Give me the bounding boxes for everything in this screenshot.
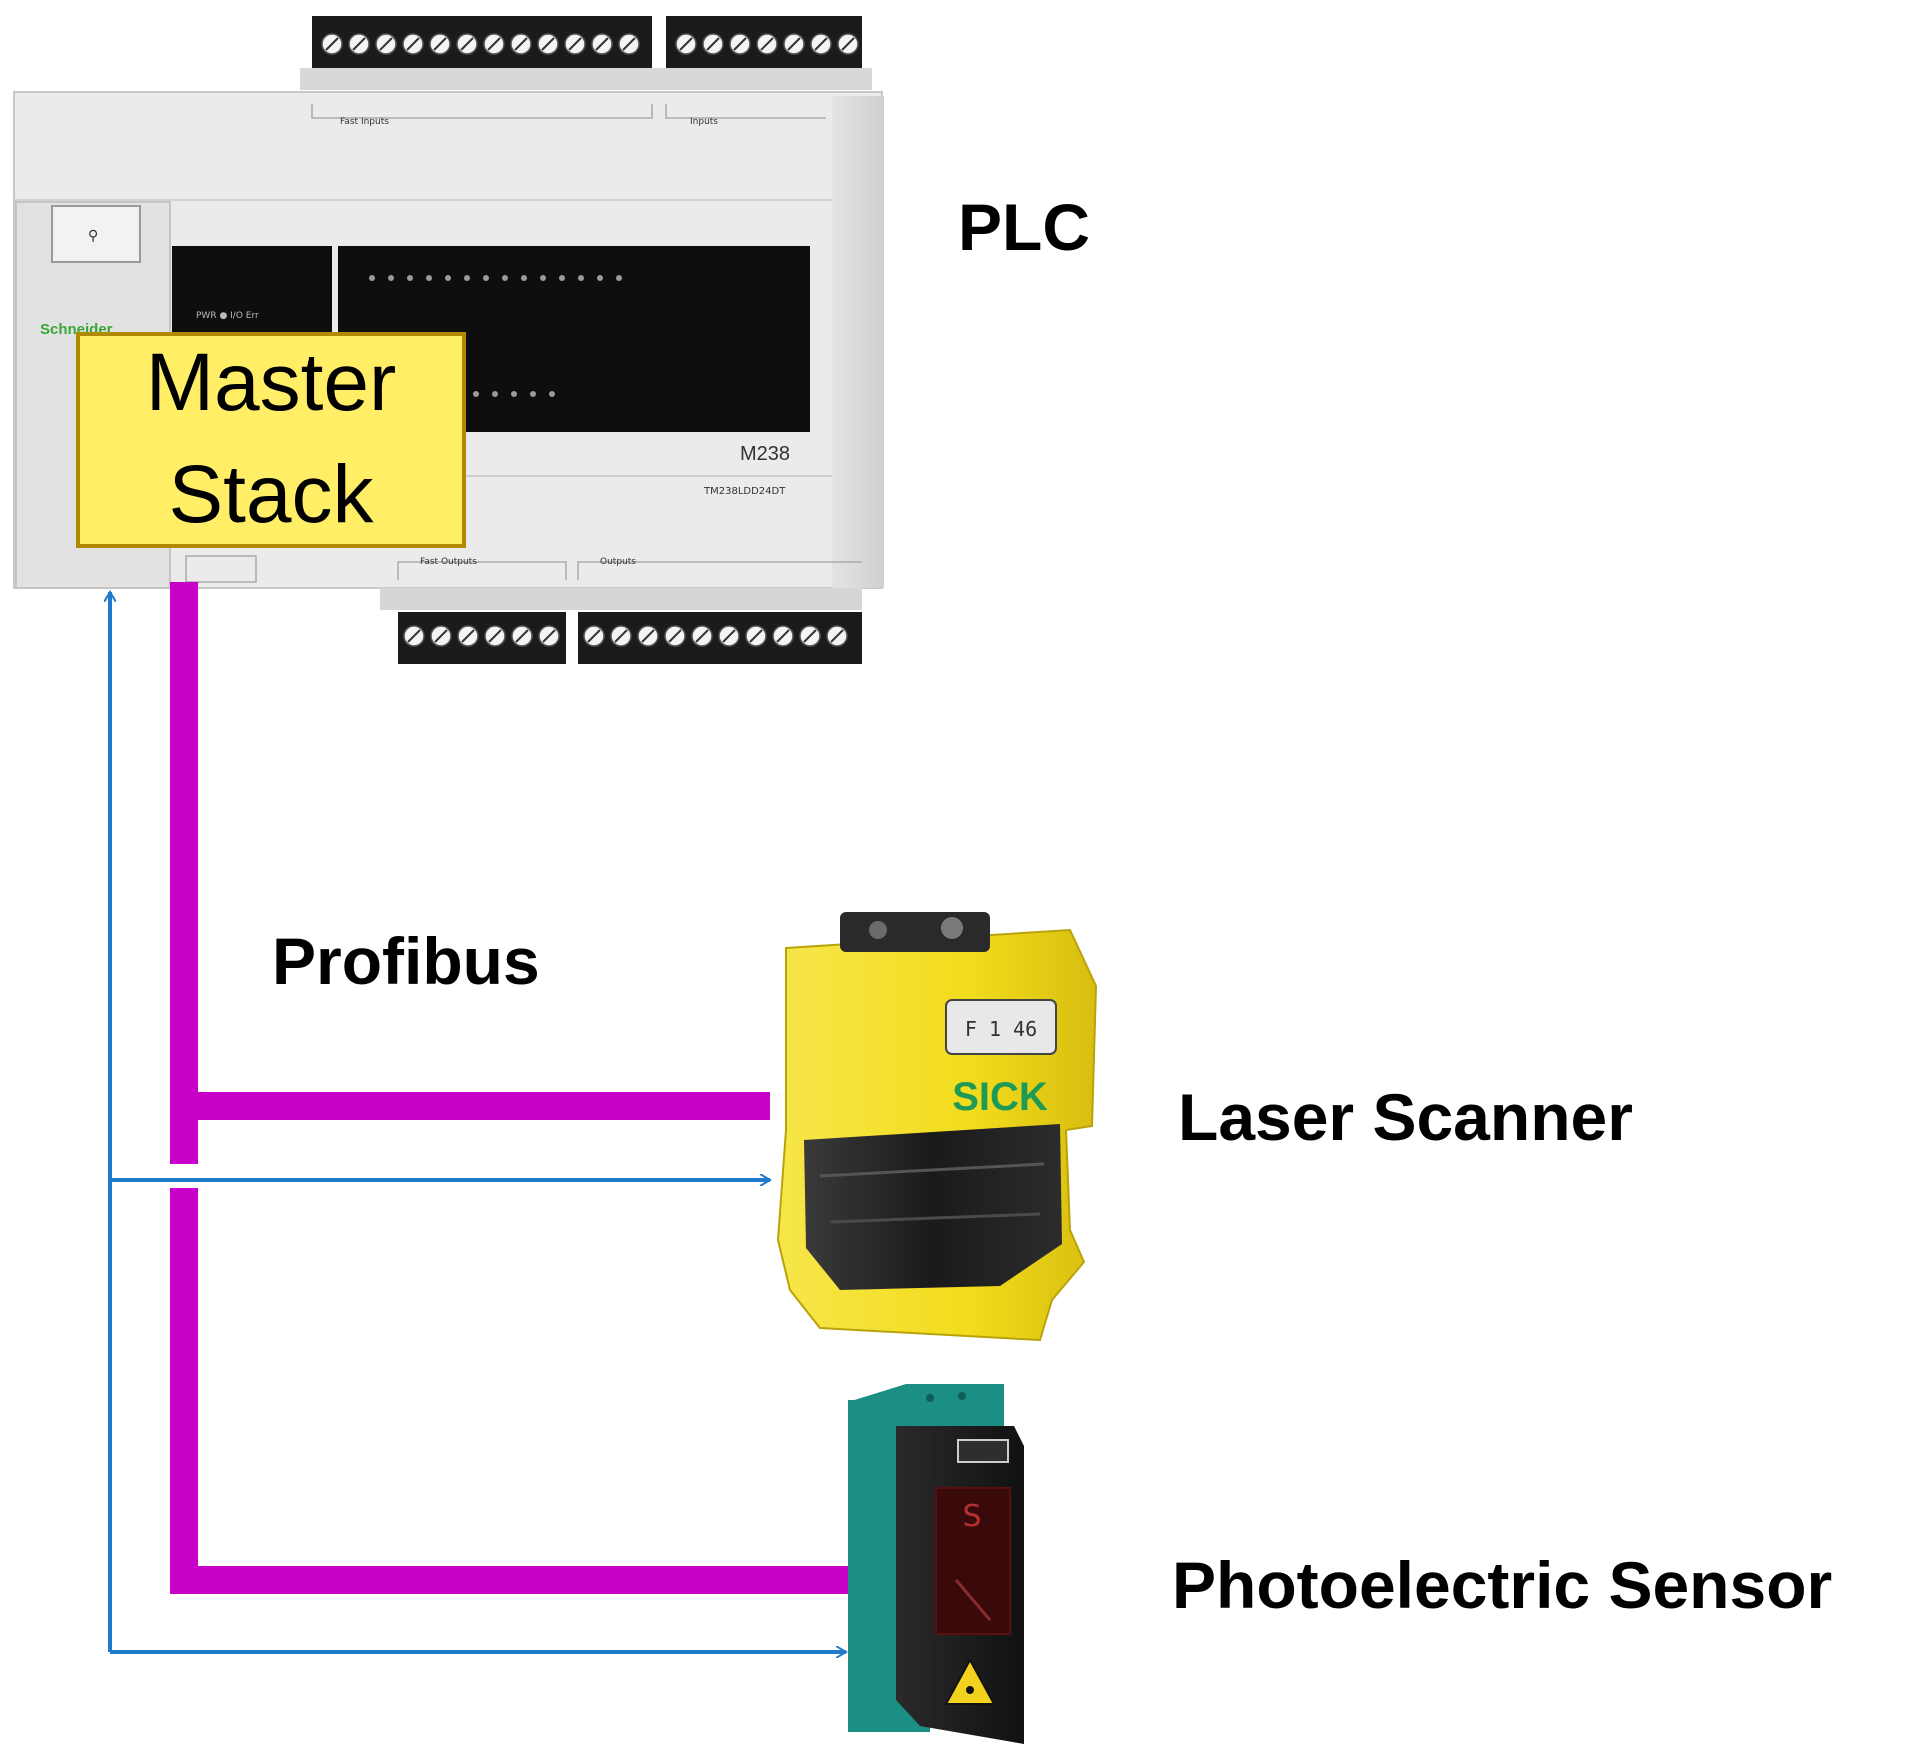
svg-text:F 1 46: F 1 46 <box>965 1017 1037 1041</box>
status-led <box>540 275 546 281</box>
profibus-trunk-upper <box>170 582 198 1164</box>
bottom-terminal-blocks <box>380 588 862 664</box>
plc-label: PLC <box>958 190 1090 264</box>
output-group-labels: Fast Outputs Outputs <box>185 555 862 583</box>
outputs-label: Outputs <box>600 557 636 567</box>
status-led <box>502 275 508 281</box>
terminal-screws <box>321 33 640 55</box>
status-led <box>511 391 517 397</box>
status-led <box>483 275 489 281</box>
laser-warning-icon <box>944 1657 996 1705</box>
master-stack-line1: Master <box>146 337 397 428</box>
svg-text:PWR ● I/O Err: PWR ● I/O Err <box>196 311 259 321</box>
terminal-screws <box>583 625 848 647</box>
terminal-screws <box>403 625 560 647</box>
status-led <box>549 391 555 397</box>
laser-scanner-device: F 1 46 SICK <box>776 912 1098 1342</box>
fast-outputs-label: Fast Outputs <box>420 557 477 567</box>
status-led <box>445 275 451 281</box>
status-led <box>578 275 584 281</box>
status-led <box>530 391 536 397</box>
sensor-led-window <box>957 1439 1009 1463</box>
input-led-row <box>369 275 622 281</box>
terminal-screws <box>675 33 859 55</box>
master-stack-box: Master Stack <box>76 332 466 548</box>
status-led <box>473 391 479 397</box>
profibus-label: Profibus <box>272 924 540 998</box>
photoelectric-sensor-label: Photoelectric Sensor <box>1172 1548 1832 1622</box>
profibus-trunk-lower <box>170 1188 198 1594</box>
master-stack-line2: Stack <box>168 449 374 540</box>
signal-lines <box>110 592 846 1652</box>
status-led <box>616 275 622 281</box>
scanner-brand-logo: SICK <box>952 1075 1048 1119</box>
plc-model-label: M238 <box>740 443 790 465</box>
status-led <box>388 275 394 281</box>
top-terminal-blocks <box>300 16 872 90</box>
status-led <box>369 275 375 281</box>
port-symbol: ⚲ <box>88 228 98 244</box>
plc-part-number: TM238LDD24DT <box>703 486 786 497</box>
status-led <box>559 275 565 281</box>
plc-side-panel <box>832 96 884 588</box>
fast-inputs-label: Fast Inputs <box>340 117 389 127</box>
photoelectric-sensor-device: S <box>848 1384 1024 1744</box>
laser-scanner-label: Laser Scanner <box>1178 1080 1633 1154</box>
input-group-labels: Fast Inputs Inputs <box>311 104 826 127</box>
status-led <box>597 275 603 281</box>
status-led <box>426 275 432 281</box>
profibus-branch-sensor <box>170 1566 856 1594</box>
sensor-lens <box>935 1487 1011 1635</box>
svg-text:S: S <box>962 1499 981 1534</box>
status-led <box>492 391 498 397</box>
inputs-label: Inputs <box>690 117 718 127</box>
status-led <box>464 275 470 281</box>
status-led <box>407 275 413 281</box>
profibus-branch-scanner <box>170 1092 770 1120</box>
profibus-bus <box>170 582 856 1594</box>
scanner-connector <box>840 912 990 952</box>
scanner-display <box>945 999 1057 1055</box>
scanner-optics-window <box>804 1124 1062 1290</box>
output-led-row <box>473 391 555 397</box>
status-led <box>521 275 527 281</box>
